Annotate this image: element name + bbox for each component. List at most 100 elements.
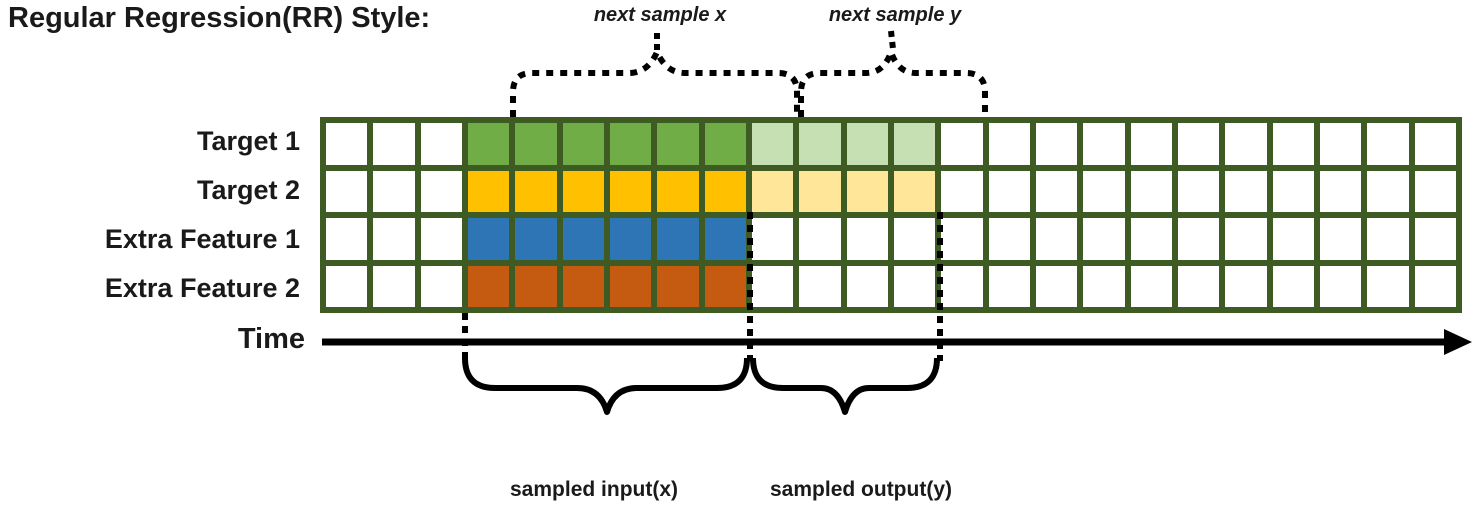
- grid-cell: [893, 170, 936, 212]
- grid-cell: [1272, 265, 1314, 307]
- grid-cell: [704, 170, 746, 212]
- grid-cell: [1225, 265, 1267, 307]
- grid-cell: [562, 265, 604, 307]
- grid-cell: [846, 123, 888, 165]
- sampled-output-brace-icon: [750, 357, 940, 415]
- grid-cell: [657, 170, 699, 212]
- grid-cell: [657, 123, 699, 165]
- annotation-next-sample-y: next sample y: [828, 4, 962, 26]
- page-title: Regular Regression(RR) Style:: [8, 2, 431, 34]
- grid-cell: [1035, 218, 1078, 260]
- row-label: Extra Feature 1: [104, 224, 300, 254]
- next-sample-y-brace-icon: [798, 42, 988, 117]
- grid-cell: [751, 170, 794, 212]
- grid-cell: [704, 265, 746, 307]
- grid-cell: [1083, 170, 1125, 212]
- grid-cell: [326, 170, 368, 212]
- grid-cell: [1177, 265, 1220, 307]
- grid-cell: [846, 265, 888, 307]
- grid-cell: [799, 218, 841, 260]
- grid-cell: [1367, 123, 1409, 165]
- grid-cell: [704, 123, 746, 165]
- grid-cell: [799, 170, 841, 212]
- grid-cell: [988, 218, 1030, 260]
- grid-cell: [1130, 170, 1172, 212]
- grid-cell: [1035, 170, 1078, 212]
- grid-cell: [562, 123, 604, 165]
- grid-cell: [562, 218, 604, 260]
- grid-cell: [515, 170, 557, 212]
- grid-cell: [799, 265, 841, 307]
- grid-cell: [1130, 265, 1172, 307]
- grid-cell: [751, 218, 794, 260]
- time-arrow-head-icon: [1444, 329, 1472, 355]
- row-label: Target 1: [196, 126, 300, 156]
- grid-cell: [751, 265, 794, 307]
- grid-cell: [609, 170, 652, 212]
- grid-cell: [988, 123, 1030, 165]
- grid-cell: [373, 170, 415, 212]
- grid-cell: [1272, 218, 1314, 260]
- grid-cell: [1272, 170, 1314, 212]
- grid-cell: [1225, 170, 1267, 212]
- grid-cell: [1414, 265, 1456, 307]
- grid-cell: [751, 123, 794, 165]
- sampled-output-info: sampled output(y) horizon=4 output_featu…: [770, 421, 997, 516]
- sampled-output-title: sampled output(y): [770, 478, 952, 501]
- grid-cell: [1177, 218, 1220, 260]
- grid-cell: [1083, 265, 1125, 307]
- grid-cell: [1367, 218, 1409, 260]
- grid-cell: [1414, 218, 1456, 260]
- grid-cell: [420, 218, 462, 260]
- grid-cell: [1177, 123, 1220, 165]
- grid-cell: [326, 218, 368, 260]
- grid-cell: [799, 123, 841, 165]
- grid-cell: [1083, 123, 1125, 165]
- grid-cell: [467, 218, 510, 260]
- grid-cell: [609, 123, 652, 165]
- grid-cell: [373, 265, 415, 307]
- grid-cell: [1367, 265, 1409, 307]
- grid-cell: [467, 123, 510, 165]
- grid-cell: [1319, 123, 1362, 165]
- grid-cell: [704, 218, 746, 260]
- next-sample-x-brace-icon: [510, 44, 800, 117]
- grid-cell: [1319, 170, 1362, 212]
- sampled-input-title: sampled input(x): [510, 478, 679, 501]
- grid-cell: [1414, 123, 1456, 165]
- time-axis-label: Time: [237, 323, 305, 355]
- grid-cell: [1130, 123, 1172, 165]
- grid-cell: [941, 123, 983, 165]
- grid-cell: [515, 265, 557, 307]
- grid-cell: [893, 218, 936, 260]
- grid-cell: [373, 123, 415, 165]
- grid-cell: [562, 170, 604, 212]
- grid-cell: [1177, 170, 1220, 212]
- row-label: Target 2: [196, 175, 300, 205]
- grid-cell: [1414, 170, 1456, 212]
- grid-cell: [467, 265, 510, 307]
- grid-cell: [515, 218, 557, 260]
- grid-cell: [893, 265, 936, 307]
- grid-cell: [326, 123, 368, 165]
- grid-cell: [941, 218, 983, 260]
- grid-cell: [1272, 123, 1314, 165]
- annotation-next-sample-x: next sample x: [593, 4, 727, 26]
- grid-cell: [1367, 170, 1409, 212]
- grid-cell: [846, 218, 888, 260]
- sampled-input-info: sampled input(x) lookback=6 input_featur…: [510, 421, 723, 516]
- grid-cell: [1035, 265, 1078, 307]
- grid-cell: [1319, 218, 1362, 260]
- grid-cell: [657, 218, 699, 260]
- grid-cell: [1225, 218, 1267, 260]
- grid-cell: [609, 218, 652, 260]
- grid-cell: [941, 265, 983, 307]
- next-sample-y-tick-icon: [888, 30, 896, 50]
- grid-cell: [1130, 218, 1172, 260]
- grid-cell: [1035, 123, 1078, 165]
- grid-cell: [420, 265, 462, 307]
- grid-cell: [988, 170, 1030, 212]
- grid-cell: [893, 123, 936, 165]
